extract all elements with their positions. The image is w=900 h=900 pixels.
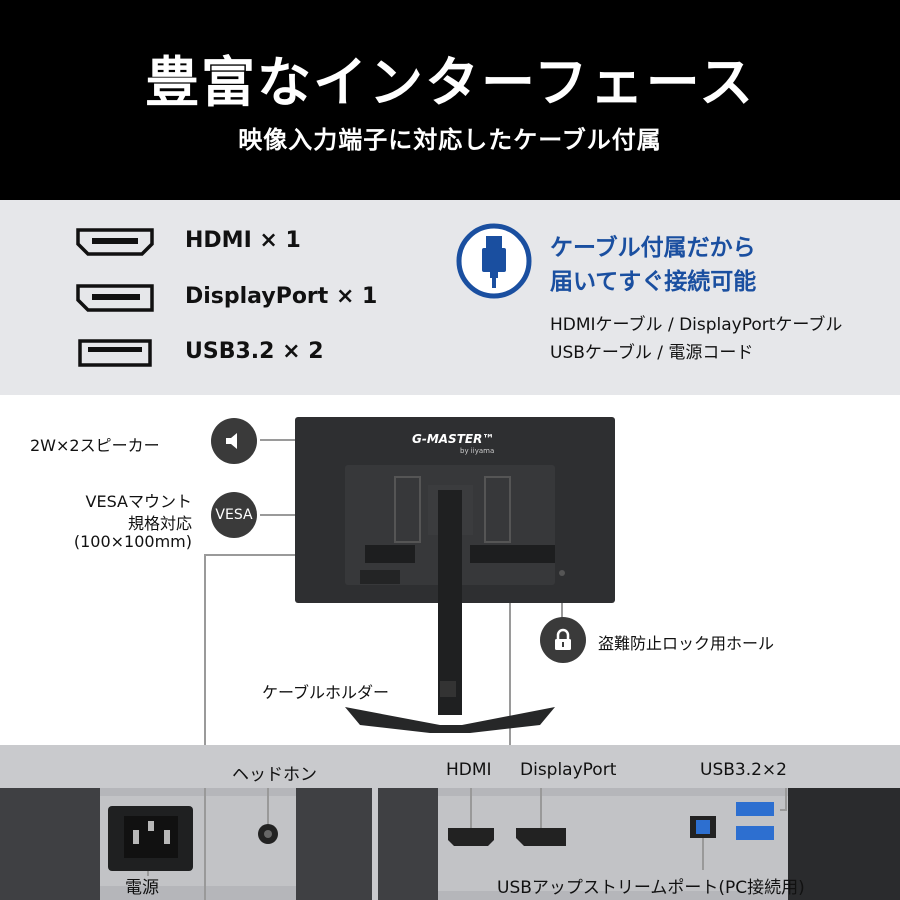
cable-list-2: USBケーブル / 電源コード (550, 343, 754, 363)
left-port-drawing (0, 788, 372, 900)
speaker-callout: 2W×2スピーカー (30, 436, 160, 455)
usb-upstream-label: USBアップストリームポート(PC接続用) (497, 878, 805, 898)
monitor-back-view (204, 417, 615, 745)
right-port-drawing (378, 788, 900, 900)
hdmi-socket-icon (448, 828, 494, 846)
stand-neck (438, 490, 462, 715)
brand-logo: G-MASTER™ (412, 432, 495, 446)
vesa-callout-2: 規格対応 (127, 514, 192, 533)
cable-headline-2: 届いてすぐ接続可能 (550, 269, 757, 295)
power-label: 電源 (125, 878, 159, 898)
vesa-icon: VESA (211, 492, 257, 538)
port-label: USB3.2 × 2 (185, 339, 324, 364)
speaker-icon (211, 418, 257, 464)
lock-icon (540, 617, 586, 663)
displayport-label: DisplayPort (520, 760, 617, 780)
usb-port-2-icon (736, 826, 774, 840)
vesa-callout-1: VESAマウント (85, 492, 192, 511)
lock-callout: 盗難防止ロック用ホール (598, 634, 775, 653)
hdmi-port-icon (76, 228, 154, 256)
page-subtitle: 映像入力端子に対応したケーブル付属 (238, 126, 662, 154)
stand-base (345, 707, 555, 733)
displayport-socket-icon (516, 828, 566, 846)
header-banner: 豊富なインターフェース 映像入力端子に対応したケーブル付属 (0, 0, 900, 200)
vesa-callout-3: (100×100mm) (73, 532, 192, 551)
usb-port-1-icon (736, 802, 774, 816)
usb-label: USB3.2×2 (700, 760, 787, 780)
cable-icon (456, 223, 532, 299)
cable-headline-1: ケーブル付属だから (550, 235, 756, 261)
cable-list-1: HDMIケーブル / DisplayPortケーブル (550, 315, 843, 335)
port-label: DisplayPort × 1 (185, 284, 378, 309)
lock-hole (559, 570, 565, 576)
port-row-displayport: DisplayPort × 1 (70, 278, 430, 318)
port-row-hdmi: HDMI × 1 (70, 222, 430, 262)
displayport-icon (76, 284, 154, 312)
port-row-usb: USB3.2 × 2 (70, 333, 430, 373)
cable-holder-callout: ケーブルホルダー (262, 683, 390, 702)
brand-sub: by iiyama (460, 447, 495, 455)
usb-port-icon (78, 339, 152, 367)
port-label: HDMI × 1 (185, 228, 301, 253)
headphone-label: ヘッドホン (232, 765, 317, 785)
page-title: 豊富なインターフェース (144, 51, 756, 114)
hdmi-label: HDMI (446, 760, 492, 780)
